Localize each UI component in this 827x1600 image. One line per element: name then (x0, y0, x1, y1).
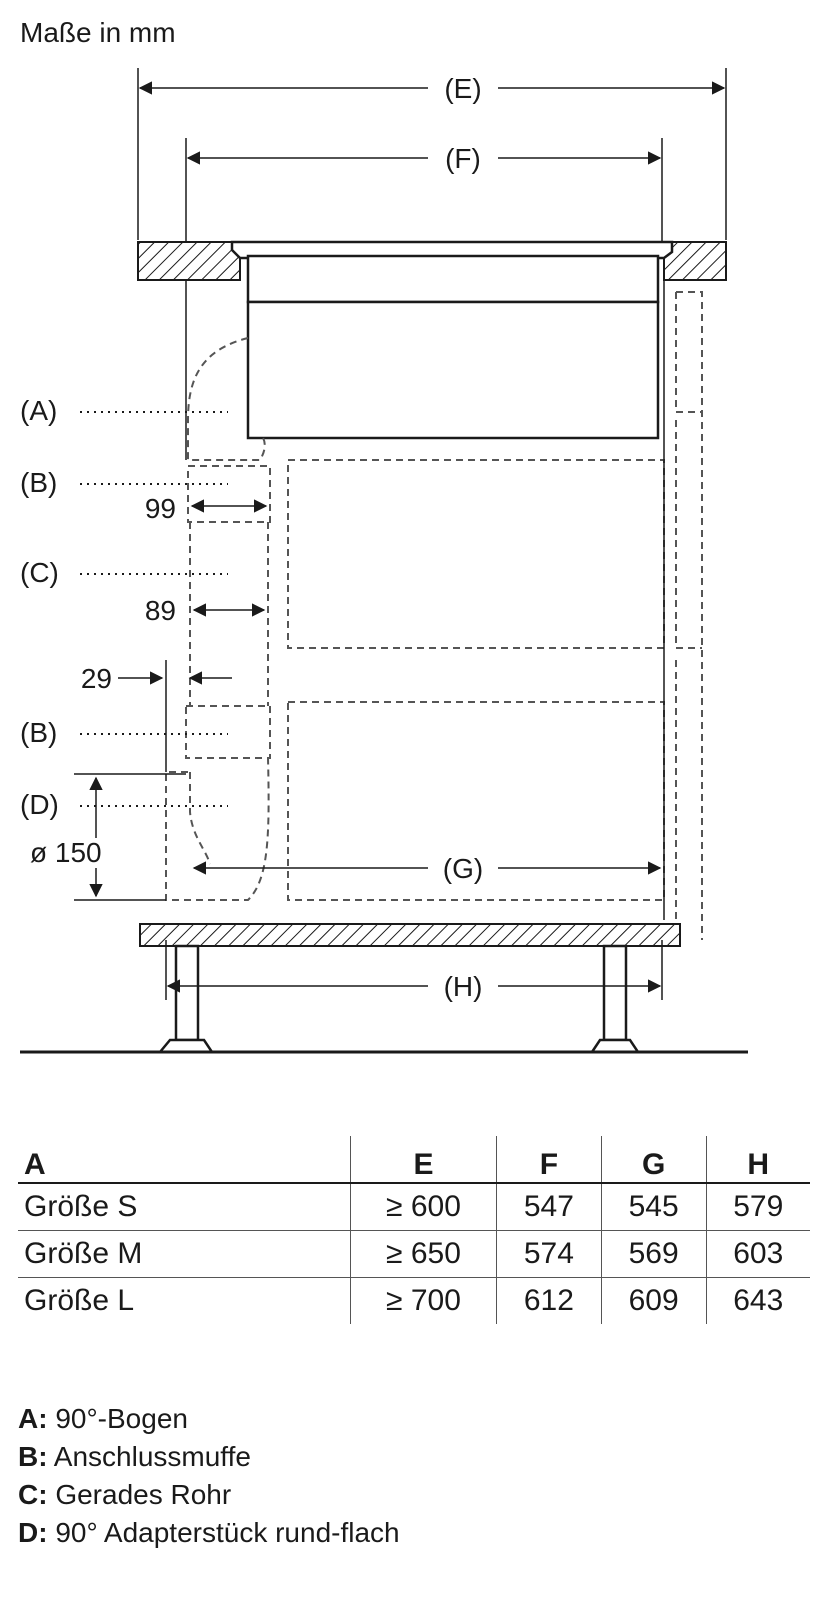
table-row: Größe S ≥ 600 547 545 579 (18, 1183, 810, 1231)
part-c-straight-pipe (189, 522, 269, 706)
legend-item: B: Anschlussmuffe (18, 1438, 400, 1476)
legend-text: Anschlussmuffe (53, 1441, 251, 1472)
dimension-g: (G) (192, 853, 662, 884)
measurement-29: 29 (81, 660, 232, 772)
legend-item: D: 90° Adapterstück rund-flach (18, 1514, 400, 1552)
cell-h: 579 (705, 1183, 810, 1231)
dimension-f-label: (F) (445, 143, 481, 174)
installation-diagram: Maße in mm (E) (F) (20, 17, 748, 1054)
dimension-e-label: (E) (444, 73, 481, 104)
row-size-name: Größe M (24, 1237, 143, 1270)
cell-g: 545 (600, 1183, 707, 1231)
legend-key: D: (18, 1517, 48, 1548)
dimension-f: (F) (186, 143, 662, 174)
part-b-sleeve-lower (185, 705, 271, 759)
label-b-lower: (B) (20, 717, 228, 748)
row-size-name: Größe L (24, 1284, 135, 1317)
leg-right (589, 944, 641, 1054)
drawer-upper (287, 459, 665, 649)
dimension-table: A E F G H Größe S ≥ 600 547 545 579 Größ… (18, 1136, 810, 1324)
header-e: E (350, 1136, 497, 1183)
cell-h: 603 (705, 1230, 810, 1278)
cell-g: 569 (600, 1230, 707, 1278)
part-b-sleeve-upper (187, 465, 271, 523)
cooktop (230, 240, 674, 440)
svg-text:(B): (B) (20, 467, 57, 498)
svg-text:89: 89 (145, 595, 176, 626)
cell-f: 612 (495, 1277, 602, 1324)
diagram-title: Maße in mm (20, 17, 176, 48)
dimension-g-label: (G) (443, 853, 483, 884)
part-a-bend (187, 337, 266, 461)
legend-text: 90°-Bogen (55, 1403, 188, 1434)
measurement-diameter: ø 150 (30, 773, 186, 901)
label-c: (C) (20, 557, 228, 588)
svg-text:ø 150: ø 150 (30, 837, 102, 868)
leg-left (157, 944, 215, 1054)
svg-text:(D): (D) (20, 789, 59, 820)
part-d-adapter (165, 757, 270, 901)
legend: A: 90°-Bogen B: Anschlussmuffe C: Gerade… (18, 1400, 400, 1552)
measurement-99: 99 (145, 493, 268, 524)
table-row: Größe L ≥ 700 612 609 643 (18, 1277, 810, 1324)
legend-key: C: (18, 1479, 48, 1510)
base-shelf (139, 923, 681, 947)
svg-text:29: 29 (81, 663, 112, 694)
table-row: Größe M ≥ 650 574 569 603 (18, 1230, 810, 1278)
header-g: G (600, 1136, 707, 1183)
label-a: (A) (20, 395, 228, 426)
legend-item: C: Gerades Rohr (18, 1476, 400, 1514)
legend-key: B: (18, 1441, 48, 1472)
dimension-h-label: (H) (444, 971, 483, 1002)
cell-h: 643 (705, 1277, 810, 1324)
legend-text: Gerades Rohr (55, 1479, 232, 1510)
svg-text:99: 99 (145, 493, 176, 524)
measurement-89: 89 (145, 595, 266, 626)
label-b-upper: (B) (20, 467, 228, 498)
header-a: A (24, 1148, 46, 1181)
table-header-row: A E F G H (18, 1136, 810, 1183)
cell-e: ≥ 650 (350, 1230, 497, 1278)
legend-key: A: (18, 1403, 48, 1434)
cell-f: 574 (495, 1230, 602, 1278)
svg-text:(A): (A) (20, 395, 57, 426)
dimension-h: (H) (165, 940, 663, 1002)
cell-g: 609 (600, 1277, 707, 1324)
cell-e: ≥ 600 (350, 1183, 497, 1231)
row-size-name: Größe S (24, 1190, 138, 1223)
svg-text:(C): (C) (20, 557, 59, 588)
dimension-e: (E) (138, 73, 726, 104)
legend-item: A: 90°-Bogen (18, 1400, 400, 1438)
legend-text: 90° Adapterstück rund-flach (55, 1517, 400, 1548)
cell-f: 547 (495, 1183, 602, 1231)
countertop (137, 241, 727, 281)
header-f: F (495, 1136, 602, 1183)
label-d: (D) (20, 789, 228, 820)
cabinet-back-outline (675, 291, 703, 940)
svg-text:(B): (B) (20, 717, 57, 748)
cell-e: ≥ 700 (350, 1277, 497, 1324)
header-h: H (705, 1136, 810, 1183)
